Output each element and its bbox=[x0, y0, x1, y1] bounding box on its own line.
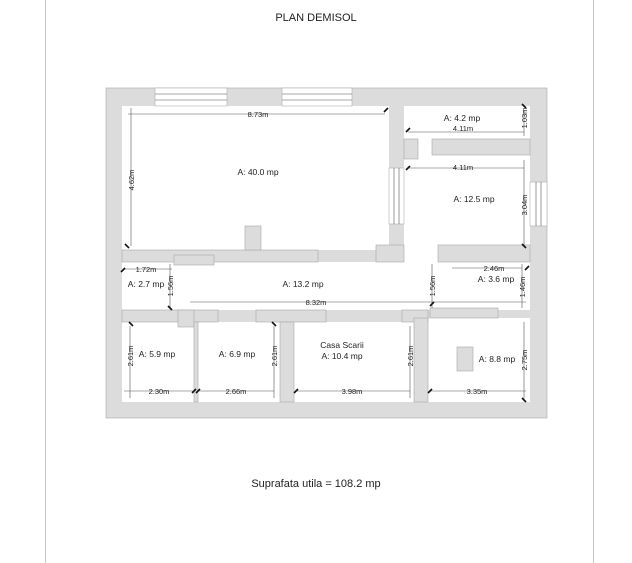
interior-wall-stub bbox=[403, 138, 419, 160]
area-label: A: 6.9 mp bbox=[219, 349, 256, 359]
interior-wall-divider-2 bbox=[279, 321, 295, 403]
dimension-label: 4.11m bbox=[453, 163, 473, 172]
area-label: A: 10.4 mp bbox=[321, 351, 362, 361]
dimension-label: 1.46m bbox=[518, 277, 527, 298]
room-bottom-1 bbox=[122, 322, 194, 402]
room-name: Casa Scarii bbox=[320, 340, 364, 350]
interior-wall-t bbox=[375, 244, 405, 263]
area-label: A: 8.8 mp bbox=[479, 354, 516, 364]
interior-wall-mid bbox=[255, 309, 327, 323]
interior-pillar bbox=[244, 225, 262, 251]
dimension-label: 1.03m bbox=[520, 108, 529, 129]
interior-wall-cross bbox=[177, 309, 195, 328]
dimension-label: 2.66m bbox=[226, 387, 247, 396]
dimension-label: 3.98m bbox=[342, 387, 363, 396]
dimension-label: 2.61m bbox=[270, 346, 279, 367]
interior-wall-divider-1 bbox=[193, 321, 199, 403]
dimension-label: 8.73m bbox=[248, 110, 269, 119]
room-stairs bbox=[294, 322, 414, 402]
room-right bbox=[404, 155, 530, 250]
dimension-label: 8.32m bbox=[306, 298, 327, 307]
area-label: A: 13.2 mp bbox=[282, 279, 323, 289]
area-label: A: 2.7 mp bbox=[128, 279, 165, 289]
interior-wall-notch bbox=[173, 254, 215, 266]
dimension-label: 2.61m bbox=[126, 346, 135, 367]
room-top-right-small bbox=[404, 106, 530, 139]
window-top-1 bbox=[154, 87, 228, 107]
interior-wall-passage bbox=[431, 138, 531, 156]
interior-wall-right-top bbox=[437, 244, 531, 263]
room-bottom-4 bbox=[428, 318, 530, 402]
page-border-right bbox=[593, 0, 594, 563]
interior-wall-living-bottom bbox=[121, 249, 319, 263]
page-border-left bbox=[45, 0, 46, 563]
window-top-2 bbox=[281, 87, 353, 107]
interior-wall-right-bottom bbox=[429, 307, 499, 319]
dimension-label: 1.56m bbox=[428, 276, 437, 297]
area-label: A: 4.2 mp bbox=[444, 113, 481, 123]
window-right bbox=[529, 181, 548, 227]
dimension-label: 4.11m bbox=[453, 124, 473, 133]
window-interior bbox=[388, 167, 405, 225]
plan-title: PLAN DEMISOL bbox=[275, 12, 357, 24]
total-usable-area: Suprafata utila = 108.2 mp bbox=[251, 478, 381, 490]
dimension-label: 1.56m bbox=[166, 276, 175, 297]
dimension-label: 4.62m bbox=[127, 170, 136, 191]
dimension-label: 3.04m bbox=[520, 195, 529, 216]
area-label: A: 3.6 mp bbox=[478, 274, 515, 284]
dimension-label: 1.72m bbox=[136, 265, 157, 274]
dimension-label: 2.75m bbox=[520, 350, 529, 371]
area-label: A: 40.0 mp bbox=[237, 167, 278, 177]
area-label: A: 12.5 mp bbox=[453, 194, 494, 204]
area-label: A: 5.9 mp bbox=[139, 349, 176, 359]
column-block bbox=[456, 346, 474, 372]
dimension-label: 2.61m bbox=[406, 346, 415, 367]
dimension-label: 3.35m bbox=[467, 387, 488, 396]
room-bottom-2 bbox=[198, 322, 280, 402]
dimension-label: 2.46m bbox=[484, 264, 505, 273]
interior-wall-divider-3 bbox=[413, 317, 429, 403]
dimension-label: 2.30m bbox=[149, 387, 170, 396]
interior-wall-bottom-left bbox=[121, 309, 219, 323]
